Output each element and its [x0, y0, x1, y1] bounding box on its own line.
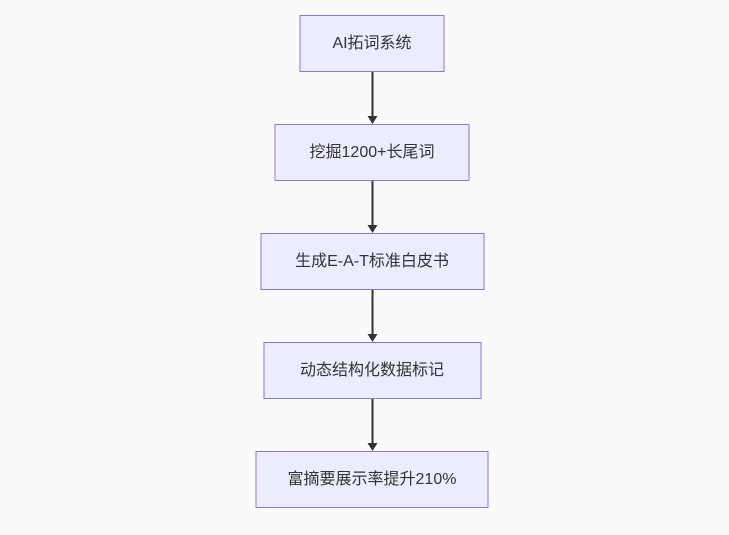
flowchart-node-longtail-mining: 挖掘1200+长尾词 [274, 124, 470, 181]
edge-3-4 [367, 290, 377, 342]
arrow-line [371, 181, 373, 225]
flowchart-node-eat-whitepaper: 生成E-A-T标准白皮书 [260, 233, 484, 290]
arrow-line [371, 290, 373, 334]
arrow-line [371, 399, 373, 443]
node-label: 富摘要展示率提升210% [287, 470, 457, 488]
arrowhead-down-icon [367, 116, 377, 124]
flowchart-node-ai-word-system: AI拓词系统 [299, 15, 445, 72]
node-label: 生成E-A-T标准白皮书 [295, 252, 449, 270]
arrowhead-down-icon [367, 225, 377, 233]
node-label: 动态结构化数据标记 [299, 361, 444, 379]
flowchart-node-structured-data-markup: 动态结构化数据标记 [263, 342, 481, 399]
edge-2-3 [367, 181, 377, 233]
edge-1-2 [367, 72, 377, 124]
node-label: 挖掘1200+长尾词 [309, 143, 435, 161]
arrowhead-down-icon [367, 443, 377, 451]
arrow-line [371, 72, 373, 116]
node-label: AI拓词系统 [332, 34, 412, 52]
edge-4-5 [367, 399, 377, 451]
arrowhead-down-icon [367, 334, 377, 342]
flowchart: AI拓词系统 挖掘1200+长尾词 生成E-A-T标准白皮书 动态结构化数据标记 [255, 15, 489, 508]
flowchart-node-rich-snippet-result: 富摘要展示率提升210% [255, 451, 489, 508]
